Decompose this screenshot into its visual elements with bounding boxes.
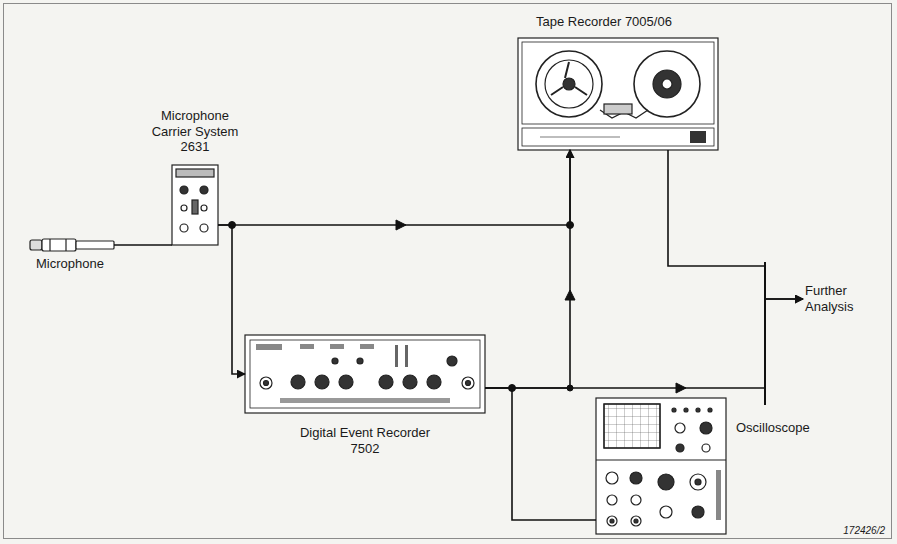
microphone-drawing bbox=[30, 239, 114, 251]
carrier-system: Microphone Carrier System 2631 bbox=[172, 165, 218, 245]
signal-connector bbox=[485, 299, 803, 388]
signal-connector bbox=[485, 150, 570, 388]
device-label: Tape Recorder 7005/06 bbox=[536, 14, 672, 30]
device-label: Oscilloscope bbox=[736, 420, 810, 436]
wiring-details bbox=[229, 220, 766, 405]
event-recorder: Digital Event Recorder 7502 bbox=[245, 335, 485, 413]
device-label: Digital Event Recorder 7502 bbox=[285, 425, 445, 456]
oscilloscope-drawing bbox=[596, 398, 726, 534]
tape-recorder-drawing bbox=[518, 38, 718, 150]
tape-recorder: Tape Recorder 7005/06 bbox=[518, 38, 718, 150]
figure-number: 172426/2 bbox=[843, 525, 885, 536]
carrier-system-drawing bbox=[172, 165, 218, 245]
border-frame bbox=[3, 3, 892, 539]
signal-connector bbox=[218, 225, 245, 374]
oscilloscope: Oscilloscope bbox=[596, 398, 726, 534]
device-label: Microphone Carrier System 2631 bbox=[142, 108, 248, 155]
signal-connector bbox=[668, 150, 803, 299]
microphone: Microphone bbox=[30, 238, 114, 252]
device-label: Further Analysis bbox=[805, 283, 881, 314]
analysis-target: Further Analysis bbox=[805, 283, 881, 315]
event-recorder-drawing bbox=[245, 335, 485, 413]
signal-connector bbox=[114, 244, 172, 246]
signal-connector bbox=[485, 388, 596, 520]
device-label: Microphone bbox=[36, 256, 104, 272]
signal-connector bbox=[218, 150, 570, 225]
